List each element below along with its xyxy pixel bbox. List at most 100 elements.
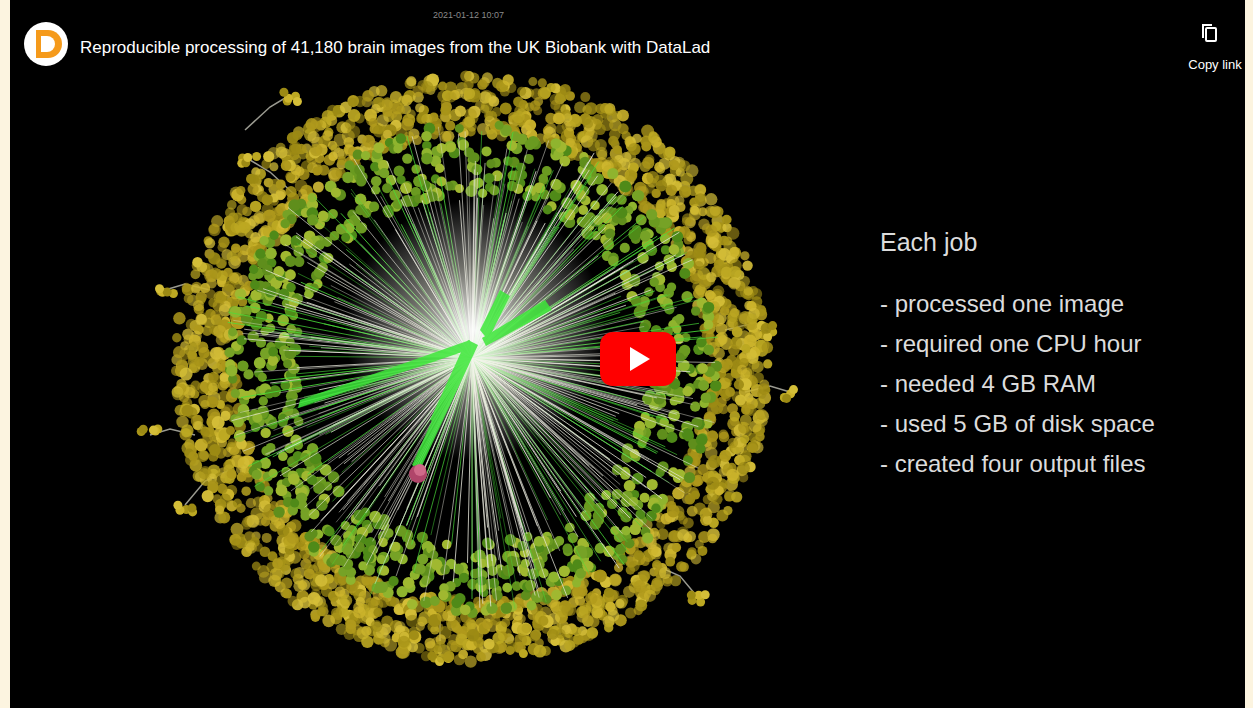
job-dot — [708, 534, 718, 544]
job-dot — [513, 611, 523, 621]
job-dot — [490, 615, 500, 625]
job-dot — [679, 185, 691, 197]
job-dot — [744, 286, 753, 295]
job-dot — [181, 424, 194, 437]
job-dot — [604, 588, 614, 598]
job-dot — [353, 606, 365, 618]
job-dot — [705, 193, 717, 205]
job-dot — [728, 277, 741, 290]
job-dot — [346, 623, 357, 634]
job-dot — [207, 380, 219, 392]
job-dot — [220, 494, 231, 505]
job-dot — [740, 251, 749, 260]
job-dot — [281, 160, 292, 171]
job-dot — [464, 88, 475, 99]
job-dot — [529, 631, 540, 642]
job-dot — [319, 165, 330, 176]
job-dot — [608, 136, 618, 146]
job-dot — [728, 438, 738, 448]
job-dot — [415, 103, 424, 112]
job-dot — [437, 610, 448, 621]
job-dot — [747, 313, 758, 324]
job-dot — [199, 450, 209, 460]
job-dot — [740, 414, 752, 426]
job-dot — [442, 540, 452, 550]
job-dot — [724, 373, 733, 382]
job-dot — [659, 567, 671, 579]
job-dot — [317, 607, 326, 616]
job-dot — [446, 91, 457, 102]
job-dot — [172, 388, 185, 401]
job-dot — [365, 598, 375, 608]
job-dot — [762, 342, 774, 354]
job-dot — [467, 629, 480, 642]
job-dot — [572, 627, 581, 636]
job-dot — [747, 441, 758, 452]
job-dot — [555, 124, 565, 134]
job-dot — [672, 543, 681, 552]
job-dot — [371, 620, 383, 632]
job-dot — [644, 590, 656, 602]
job-dot — [197, 341, 209, 353]
job-dot — [665, 146, 676, 157]
job-dot — [173, 501, 182, 510]
job-dot — [286, 532, 298, 544]
job-dot — [232, 455, 245, 468]
job-dot — [357, 627, 370, 640]
job-dot — [729, 247, 739, 257]
job-dot — [421, 651, 431, 661]
job-dot — [173, 346, 185, 358]
job-dot — [669, 205, 680, 216]
job-dot — [683, 456, 693, 466]
job-dot — [623, 586, 635, 598]
job-dot — [194, 356, 204, 366]
job-dot — [227, 200, 237, 210]
job-dot — [241, 547, 252, 558]
job-dot — [682, 217, 691, 226]
job-dot — [252, 152, 261, 161]
job-dot — [656, 180, 667, 191]
job-dot — [227, 469, 237, 479]
job-dot — [756, 409, 767, 420]
job-dot — [306, 118, 318, 130]
job-dot — [455, 106, 466, 117]
job-dot — [149, 426, 158, 435]
job-dot — [274, 518, 285, 529]
job-dot — [519, 649, 528, 658]
job-dot — [714, 260, 724, 270]
job-dot — [223, 268, 232, 277]
job-dot — [212, 416, 225, 429]
job-dot — [202, 490, 214, 502]
job-dot — [484, 111, 493, 120]
job-dot — [694, 261, 704, 271]
job-dot — [667, 505, 680, 518]
job-dot — [618, 123, 629, 134]
job-dot — [209, 444, 221, 456]
job-dot — [313, 182, 324, 193]
job-dot — [276, 146, 288, 158]
job-dot — [524, 119, 536, 131]
job-dot — [748, 443, 758, 453]
job-dot — [382, 97, 394, 109]
job-dot — [362, 577, 371, 586]
job-dot — [730, 337, 742, 349]
job-dot — [182, 283, 192, 293]
job-dot — [754, 398, 765, 409]
job-dot — [752, 361, 764, 373]
job-dot — [635, 599, 647, 611]
job-dot — [741, 344, 750, 353]
job-dot — [310, 144, 322, 156]
job-dot — [742, 260, 752, 270]
job-dot — [580, 92, 590, 102]
job-dot — [322, 110, 334, 122]
job-dot — [188, 504, 197, 513]
job-dot — [513, 97, 523, 107]
job-dot — [407, 110, 416, 119]
job-dot — [701, 590, 710, 599]
job-dot — [789, 385, 798, 394]
job-dot — [180, 368, 193, 381]
job-dot — [460, 70, 471, 81]
job-dot — [705, 290, 715, 300]
job-dot — [362, 135, 375, 148]
job-dot — [685, 494, 696, 505]
